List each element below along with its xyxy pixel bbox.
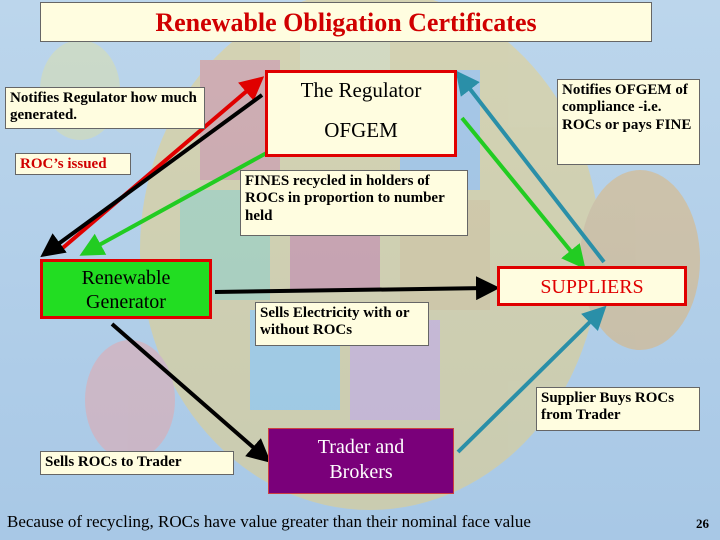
note-notifies-ofgem: Notifies OFGEM of compliance -i.e. ROCs … — [557, 79, 700, 165]
page-number: 26 — [696, 516, 709, 531]
generator-line1: Renewable — [81, 267, 171, 289]
trader-line1: Trader and — [317, 436, 405, 458]
arrow-suppliers-to-regulator — [455, 70, 606, 264]
note-notifies-regulator: Notifies Regulator how much generated. — [5, 87, 205, 129]
note-sells-electricity: Sells Electricity with or without ROCs — [255, 302, 429, 346]
footer-caption: Because of recycling, ROCs have value gr… — [7, 512, 531, 531]
renewable-generator-node: Renewable Generator — [40, 259, 212, 319]
slide-title: Renewable Obligation Certificates — [40, 2, 652, 42]
suppliers-node: SUPPLIERS — [497, 266, 687, 306]
generator-line2: Generator — [86, 291, 166, 313]
note-fines-recycled: FINES recycled in holders of ROCs in pro… — [240, 170, 468, 236]
arrow-generator-to-regulator — [56, 76, 265, 254]
arrow-regulator-to-suppliers — [460, 116, 586, 270]
note-supplier-buys: Supplier Buys ROCs from Trader — [536, 387, 700, 431]
trader-line2: Brokers — [329, 461, 393, 483]
arrow-regulator-to-generator — [40, 93, 264, 258]
regulator-title: The Regulator — [300, 78, 422, 102]
note-rocs-issued: ROC’s issued — [15, 153, 131, 175]
regulator-subtitle: OFGEM — [324, 118, 398, 143]
arrow-trader-to-suppliers — [456, 305, 607, 454]
arrow-generator-to-suppliers — [214, 276, 500, 301]
arrow-generator-to-trader — [110, 322, 272, 463]
trader-brokers-node: Trader and Brokers — [268, 428, 454, 494]
note-sells-rocs: Sells ROCs to Trader — [40, 451, 234, 475]
regulator-node: The Regulator OFGEM — [265, 70, 457, 157]
